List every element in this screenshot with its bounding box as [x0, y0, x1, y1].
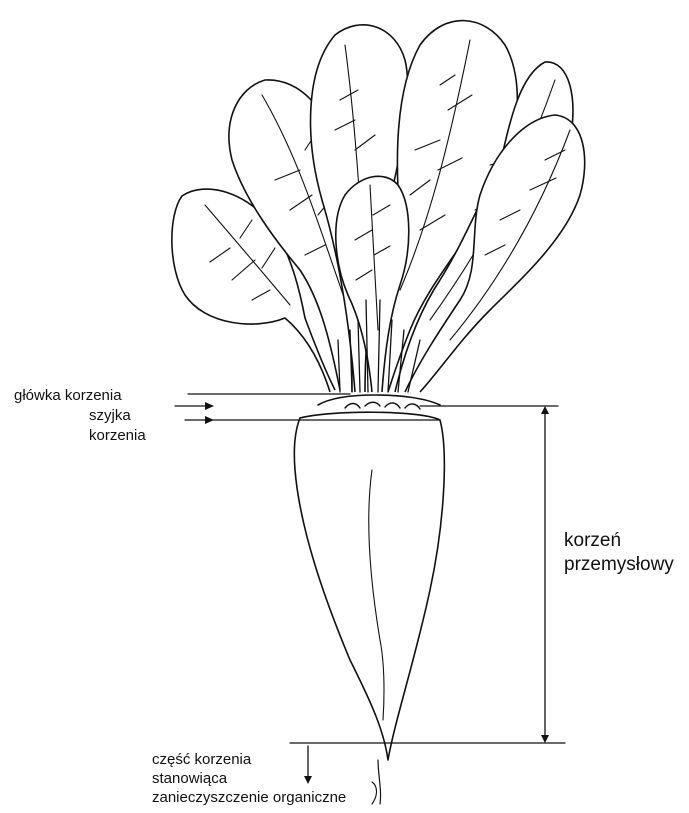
- root-crown: [318, 395, 440, 405]
- label-waste-3: zanieczyszczenie organiczne: [152, 790, 346, 806]
- dimension-arrow-top: [541, 406, 549, 414]
- waste-arrow: [304, 776, 312, 784]
- label-industrial-root-1: korzeń: [564, 530, 621, 553]
- leaves: [172, 21, 585, 392]
- root-tail: [378, 760, 381, 804]
- label-root-neck-1: szyjka: [89, 408, 131, 424]
- dimension-arrow-bottom: [541, 735, 549, 743]
- label-root-head: główka korzenia: [14, 388, 122, 404]
- label-waste-1: część korzenia: [152, 752, 251, 768]
- label-root-neck-2: korzenia: [89, 428, 146, 444]
- head-arrow: [205, 402, 214, 410]
- annotations: [175, 394, 565, 804]
- label-waste-2: stanowiąca: [152, 771, 227, 787]
- neck-arrow: [205, 416, 214, 424]
- root-body: [294, 412, 444, 760]
- label-industrial-root-2: przemysłowy: [564, 554, 674, 577]
